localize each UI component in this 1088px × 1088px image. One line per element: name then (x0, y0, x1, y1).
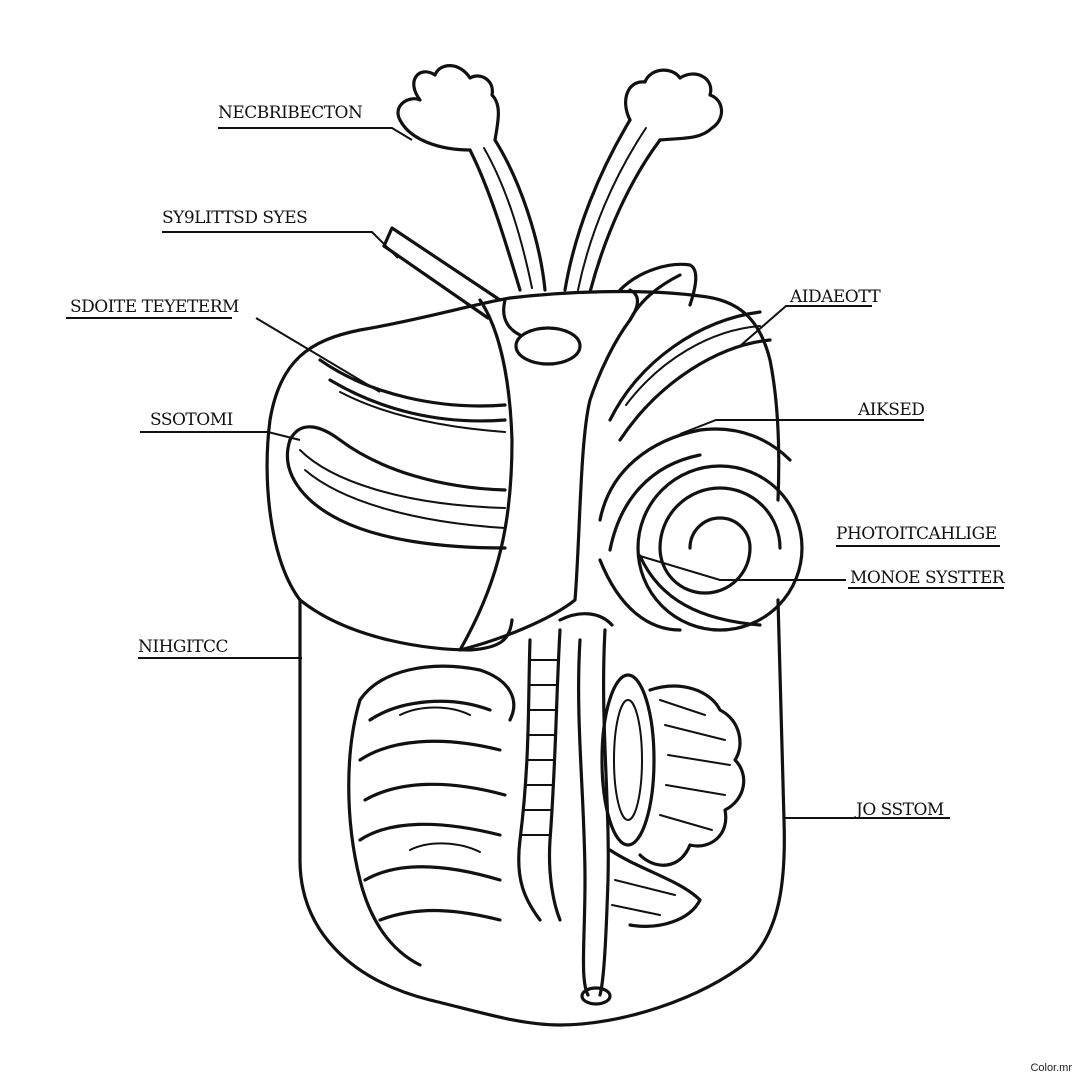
spiral-organ (598, 427, 804, 632)
upper-lobe (285, 358, 514, 652)
label-left-5: NIHGITCC (138, 637, 229, 657)
intestine-coils (347, 664, 516, 967)
label-top-left: NECBRIBECTON (218, 103, 363, 123)
leader-right-2 (679, 419, 924, 435)
right-branch (563, 68, 724, 294)
label-right-2: AIKSED (858, 400, 925, 420)
label-left-4: SSOTOMI (150, 410, 233, 430)
watermark-text: Color.mr (1030, 1062, 1072, 1074)
fan-organ (600, 673, 746, 928)
right-arcs (608, 310, 772, 442)
label-left-3: SDOITE TEYETERM (70, 297, 239, 317)
leader-right-4 (639, 555, 1004, 589)
label-right-5: JO SSTOM (856, 800, 944, 820)
leader-top-left (218, 127, 413, 141)
label-left-2: SY9LITTSD SYES (162, 208, 308, 228)
left-branch (396, 64, 547, 292)
segmented-tube (517, 628, 562, 922)
label-right-4: MONOE SYSTTER (850, 568, 1005, 588)
leader-left-3 (66, 317, 381, 393)
leader-right-1 (739, 305, 872, 347)
outer-body (265, 289, 786, 1027)
lower-tube (558, 612, 614, 1006)
label-right-1: AIDAEOTT (790, 287, 881, 307)
leader-left-4 (140, 431, 301, 441)
leader-left-2 (162, 231, 399, 259)
label-right-3: PHOTOITCAHLIGE (836, 524, 997, 544)
central-organ (458, 262, 698, 652)
